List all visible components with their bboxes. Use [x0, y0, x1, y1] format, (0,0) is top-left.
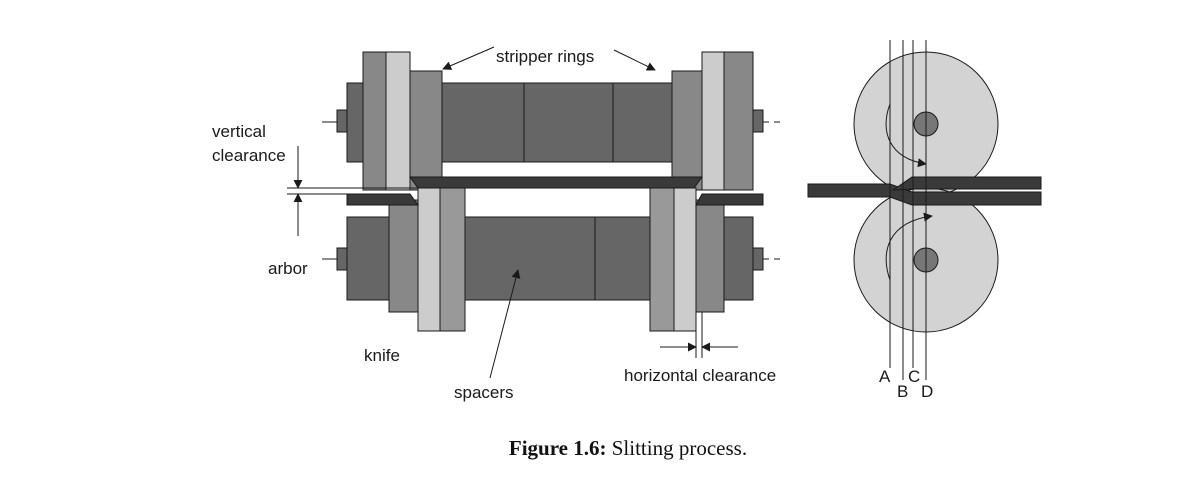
lower-knife-right — [649, 187, 675, 332]
slitter-side-view: stripper rings vertical clearance arbor … — [212, 46, 785, 402]
lower-stripper-ring-left — [417, 187, 441, 332]
label-spacers: spacers — [454, 383, 514, 402]
lower-knife-left — [439, 187, 466, 332]
upper-stripper-ring-right — [701, 51, 725, 191]
label-vertical-clearance-line2: clearance — [212, 146, 286, 165]
figure-caption: Figure 1.6: Slitting process. — [509, 436, 747, 460]
label-horizontal-clearance: horizontal clearance — [624, 366, 776, 385]
label-knife: knife — [364, 346, 400, 365]
label-line-b: B — [897, 382, 908, 401]
stripper-rings-leader-right — [613, 49, 656, 71]
upper-arbor — [346, 51, 754, 191]
end-view-strip-upper — [891, 176, 1042, 191]
lower-arbor — [346, 187, 754, 332]
spacer-block — [464, 216, 651, 301]
caption-label: Figure 1.6: — [509, 436, 607, 460]
horizontal-clearance-dimension — [660, 312, 738, 358]
stripper-rings-leader-left — [442, 46, 495, 70]
label-line-a: A — [879, 367, 891, 386]
vertical-clearance-dimension — [287, 146, 418, 236]
lower-stripper-ring-right — [673, 187, 697, 332]
label-vertical-clearance-line1: vertical — [212, 122, 266, 141]
label-stripper-rings: stripper rings — [496, 47, 594, 66]
roll-end-view: A B C D — [807, 40, 1042, 401]
label-line-c: C — [908, 367, 920, 386]
metal-strip — [346, 176, 764, 206]
lower-arbor-shaft — [322, 247, 785, 271]
label-arbor: arbor — [268, 259, 308, 278]
label-line-d: D — [921, 382, 933, 401]
caption-text: Slitting process. — [607, 436, 748, 460]
spacers-leader — [489, 269, 521, 379]
upper-stripper-ring-left — [385, 51, 411, 191]
lower-rotation-arrow — [885, 212, 933, 281]
